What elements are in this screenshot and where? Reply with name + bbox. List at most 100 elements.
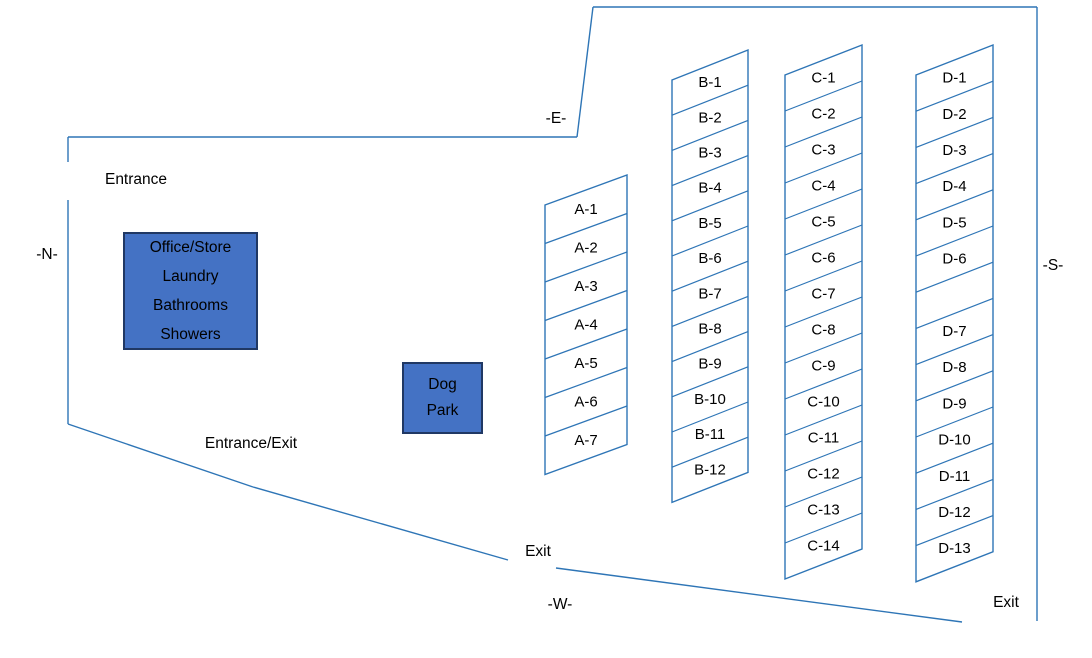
site-label-A-6: A-6: [574, 393, 597, 410]
site-label-A-7: A-7: [574, 432, 597, 449]
site-divider: [915, 261, 994, 293]
site-label-D-8: D-8: [942, 359, 966, 376]
site-label-C-6: C-6: [811, 250, 835, 267]
site-row-A-outline: [544, 173, 628, 476]
site-divider: [784, 296, 863, 328]
site-divider: [915, 478, 994, 510]
compass-east-label: -E-: [545, 110, 567, 127]
site-divider: [671, 84, 749, 116]
site-label-C-4: C-4: [811, 178, 835, 195]
site-label-D-7: D-7: [942, 323, 966, 340]
site-divider: [671, 190, 749, 222]
office-building-label-line3: Bathrooms: [153, 297, 228, 314]
site-label-A-2: A-2: [574, 239, 597, 256]
boundary-line-connector: [576, 6, 594, 138]
site-divider: [671, 295, 749, 327]
site-divider: [915, 515, 994, 547]
site-divider: [915, 442, 994, 474]
site-label-D-10: D-10: [938, 432, 971, 449]
site-divider: [784, 368, 863, 400]
label-exit-southeast: Exit: [993, 594, 1019, 611]
site-label-B-3: B-3: [698, 145, 721, 162]
site-rows-layer: A-1A-2A-3A-4A-5A-6A-7B-1B-2B-3B-4B-5B-6B…: [544, 43, 994, 583]
site-divider: [915, 406, 994, 438]
site-label-D-11: D-11: [939, 468, 970, 485]
site-label-D-13: D-13: [938, 540, 971, 557]
compass-west-label: -W-: [547, 596, 573, 613]
site-label-A-1: A-1: [574, 201, 597, 218]
site-row-C: C-1C-2C-3C-4C-5C-6C-7C-8C-9C-10C-11C-12C…: [784, 43, 863, 581]
site-label-D-12: D-12: [938, 504, 971, 521]
office-building-label-line4: Showers: [160, 326, 221, 343]
office-building-label-line1: Office/Store: [149, 239, 232, 256]
site-label-C-11: C-11: [808, 430, 839, 447]
site-label-D-1: D-1: [942, 70, 966, 87]
site-divider: [544, 328, 628, 360]
site-label-C-14: C-14: [807, 538, 840, 555]
office-building: Office/Store Laundry Bathrooms Showers: [123, 232, 258, 350]
site-row-D: D-1D-2D-3D-4D-5D-6D-7D-8D-9D-10D-11D-12D…: [915, 43, 994, 583]
site-divider: [544, 366, 628, 399]
site-divider: [544, 289, 628, 322]
site-divider: [544, 212, 628, 245]
site-divider: [784, 80, 863, 112]
site-label-C-9: C-9: [811, 358, 835, 375]
site-label-B-1: B-1: [698, 74, 721, 91]
site-divider: [915, 370, 994, 402]
site-divider: [784, 260, 863, 292]
site-label-D-5: D-5: [942, 214, 966, 231]
site-label-C-8: C-8: [811, 322, 835, 339]
site-label-B-4: B-4: [698, 180, 721, 197]
site-label-C-3: C-3: [811, 142, 835, 159]
site-divider: [671, 155, 749, 187]
site-label-B-7: B-7: [698, 285, 721, 302]
site-row-B: B-1B-2B-3B-4B-5B-6B-7B-8B-9B-10B-11B-12: [671, 48, 749, 504]
site-divider: [544, 251, 628, 283]
dog-park-building: Dog Park: [402, 362, 483, 434]
site-label-B-12: B-12: [694, 461, 726, 478]
site-label-B-11: B-11: [695, 426, 726, 443]
site-divider: [784, 224, 863, 256]
site-label-B-2: B-2: [698, 109, 721, 126]
site-label-D-3: D-3: [942, 142, 966, 159]
label-entrance: Entrance: [104, 171, 168, 188]
site-label-B-9: B-9: [698, 356, 721, 373]
site-divider: [784, 404, 863, 436]
site-divider: [915, 189, 994, 221]
label-entrance-exit: Entrance/Exit: [204, 435, 298, 452]
site-label-B-10: B-10: [694, 391, 726, 408]
site-label-A-3: A-3: [574, 278, 597, 295]
site-divider: [915, 80, 994, 112]
site-divider: [784, 332, 863, 364]
site-divider: [915, 297, 994, 329]
site-label-B-5: B-5: [698, 215, 721, 232]
site-row-A: A-1A-2A-3A-4A-5A-6A-7: [544, 173, 628, 476]
site-label-B-8: B-8: [698, 321, 721, 338]
dog-park-label-line1: Dog: [428, 376, 457, 393]
site-label-C-5: C-5: [811, 214, 835, 231]
label-exit-west: Exit: [525, 543, 551, 560]
site-divider: [544, 405, 628, 437]
site-label-C-13: C-13: [807, 502, 840, 519]
dog-park-label-line2: Park: [426, 402, 459, 419]
compass-north-label: -N-: [36, 246, 58, 263]
boundary-line-southwest-1: [67, 423, 254, 488]
site-divider: [671, 119, 749, 151]
site-label-A-4: A-4: [574, 316, 597, 333]
site-label-C-10: C-10: [807, 394, 840, 411]
site-label-C-2: C-2: [811, 106, 835, 123]
site-divider: [784, 188, 863, 220]
site-label-C-12: C-12: [807, 466, 840, 483]
site-divider: [784, 152, 863, 184]
site-divider: [915, 116, 994, 148]
site-label-D-2: D-2: [942, 106, 966, 123]
site-divider: [671, 401, 749, 433]
site-label-D-9: D-9: [942, 395, 966, 412]
site-label-C-7: C-7: [811, 286, 835, 303]
site-divider: [915, 225, 994, 257]
compass-south-label: -S-: [1042, 257, 1064, 274]
site-label-B-6: B-6: [698, 250, 721, 267]
site-divider: [784, 476, 863, 508]
